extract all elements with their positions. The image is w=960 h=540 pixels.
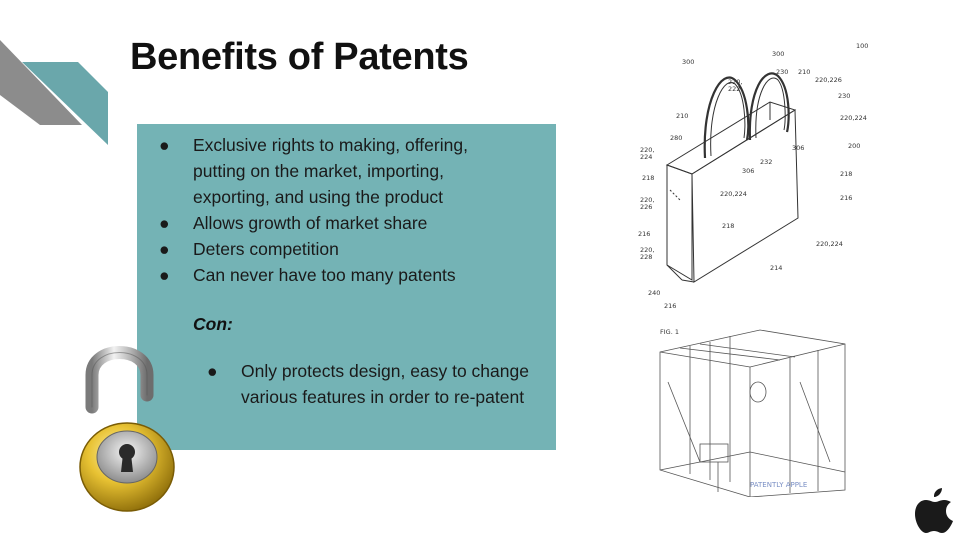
svg-text:220,: 220, bbox=[640, 196, 654, 204]
svg-text:300: 300 bbox=[682, 58, 694, 66]
svg-text:220,224: 220,224 bbox=[840, 114, 867, 122]
list-item: ● Only protects design, easy to change va… bbox=[137, 358, 553, 410]
con-list: ● Only protects design, easy to change va… bbox=[137, 358, 553, 410]
bullet-dot: ● bbox=[159, 239, 170, 259]
svg-text:240: 240 bbox=[648, 289, 660, 297]
svg-text:228: 228 bbox=[640, 253, 652, 261]
svg-text:226: 226 bbox=[640, 203, 652, 211]
list-item: ● Exclusive rights to making, offering, p… bbox=[137, 132, 523, 210]
svg-text:306: 306 bbox=[742, 167, 754, 175]
svg-text:280: 280 bbox=[670, 134, 682, 142]
bullet-dot: ● bbox=[159, 265, 170, 285]
con-text: Only protects design, easy to change var… bbox=[241, 361, 529, 407]
bullet-dot: ● bbox=[159, 135, 170, 155]
benefits-list: ● Exclusive rights to making, offering, p… bbox=[137, 132, 523, 288]
svg-text:218: 218 bbox=[722, 222, 734, 230]
svg-text:220,224: 220,224 bbox=[720, 190, 747, 198]
svg-text:220,: 220, bbox=[728, 78, 742, 86]
svg-text:214: 214 bbox=[770, 264, 782, 272]
watermark: PATENTLY APPLE bbox=[750, 481, 807, 489]
svg-text:220,226: 220,226 bbox=[815, 76, 842, 84]
svg-text:300: 300 bbox=[772, 50, 784, 58]
svg-text:210: 210 bbox=[676, 112, 688, 120]
svg-text:216: 216 bbox=[840, 194, 852, 202]
benefit-text: Can never have too many patents bbox=[193, 265, 456, 285]
svg-text:218: 218 bbox=[840, 170, 852, 178]
benefit-text: Exclusive rights to making, offering, pu… bbox=[193, 135, 468, 207]
svg-text:220,: 220, bbox=[640, 246, 654, 254]
benefit-text: Allows growth of market share bbox=[193, 213, 428, 233]
list-item: ● Can never have too many patents bbox=[137, 262, 523, 288]
svg-text:232: 232 bbox=[760, 158, 772, 166]
svg-text:218: 218 bbox=[642, 174, 654, 182]
svg-text:224: 224 bbox=[640, 153, 652, 161]
svg-text:200: 200 bbox=[848, 142, 860, 150]
svg-text:210: 210 bbox=[798, 68, 810, 76]
apple-logo-icon bbox=[915, 488, 953, 533]
benefits-panel: ● Exclusive rights to making, offering, p… bbox=[137, 124, 556, 450]
list-item: ● Deters competition bbox=[137, 236, 523, 262]
figure-label: FIG. 1 bbox=[660, 328, 679, 336]
svg-text:230: 230 bbox=[838, 92, 850, 100]
svg-text:216: 216 bbox=[664, 302, 676, 310]
bullet-dot: ● bbox=[159, 213, 170, 233]
svg-text:230: 230 bbox=[776, 68, 788, 76]
con-label: Con: bbox=[193, 314, 233, 334]
svg-text:222: 222 bbox=[728, 85, 740, 93]
svg-text:220,: 220, bbox=[640, 146, 654, 154]
benefit-text: Deters competition bbox=[193, 239, 339, 259]
list-item: ● Allows growth of market share bbox=[137, 210, 523, 236]
padlock-icon bbox=[79, 346, 175, 512]
svg-text:220,224: 220,224 bbox=[816, 240, 843, 248]
slide-title: Benefits of Patents bbox=[130, 36, 469, 78]
glass-cube-drawing: FIG. 1 PATENTLY APPLE bbox=[659, 328, 846, 497]
svg-text:306: 306 bbox=[792, 144, 804, 152]
bullet-dot: ● bbox=[207, 361, 218, 381]
corner-decoration bbox=[0, 40, 108, 145]
figure-number: 100 bbox=[856, 42, 868, 50]
svg-text:216: 216 bbox=[638, 230, 650, 238]
